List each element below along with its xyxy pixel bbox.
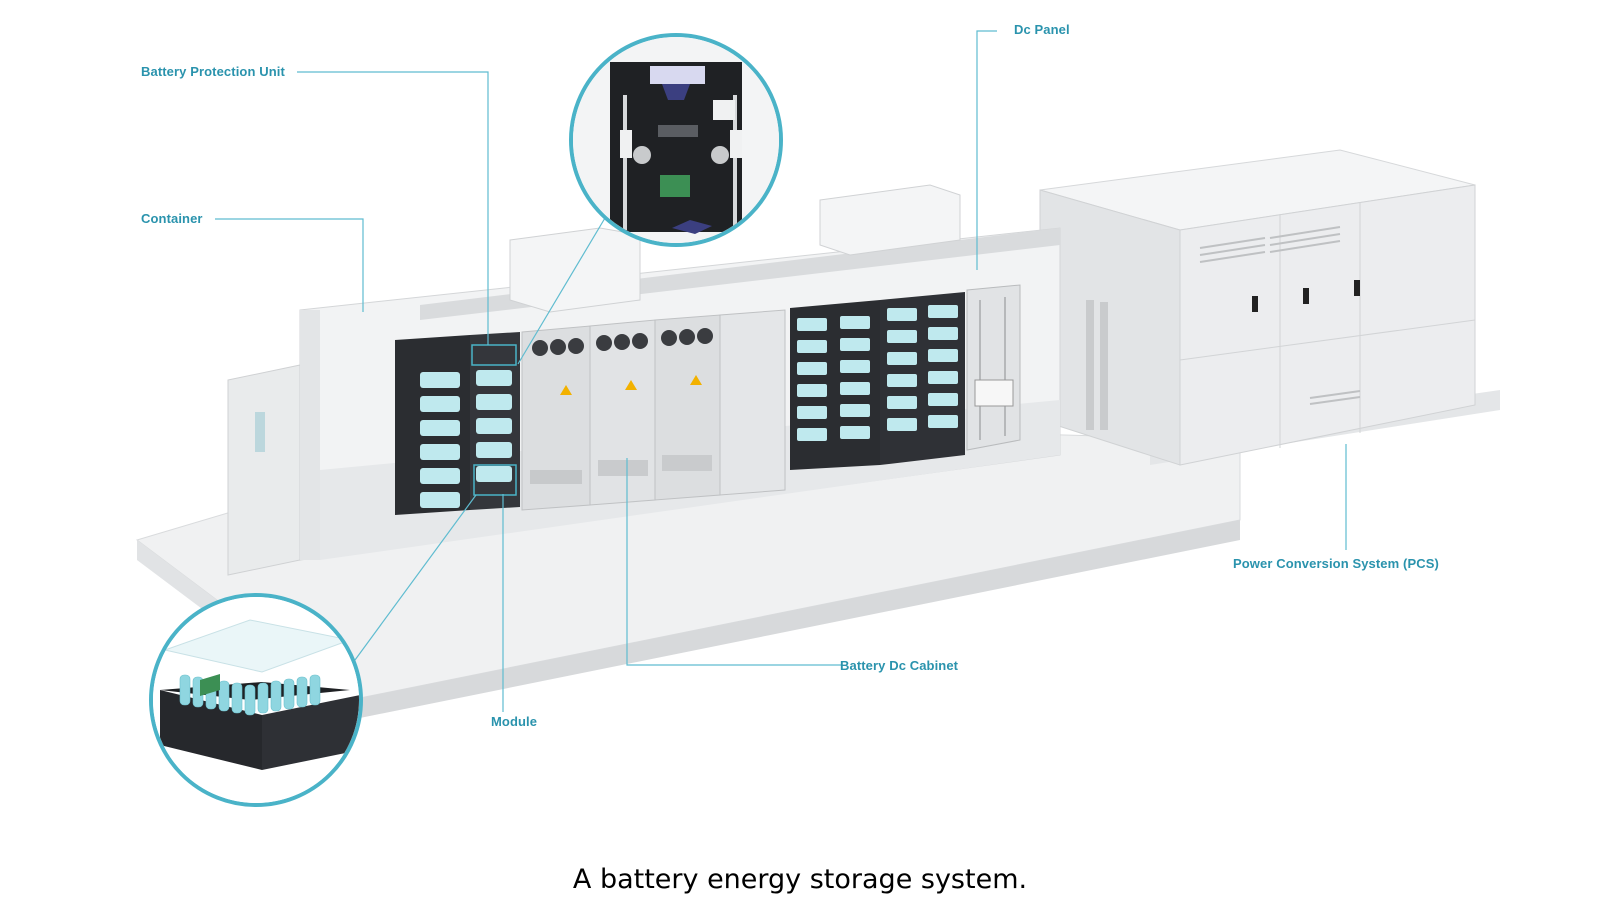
bpu-zoom-circle (569, 33, 783, 247)
module-highlight (473, 464, 517, 496)
module-zoom-circle (149, 593, 363, 807)
label-dc-panel: Dc Panel (1014, 22, 1070, 37)
dc-panel-cabinet (966, 284, 1021, 451)
label-container: Container (141, 211, 203, 226)
figure-caption: A battery energy storage system. (572, 864, 1028, 895)
label-battery-protection-unit: Battery Protection Unit (141, 64, 285, 79)
leader-lines (215, 30, 1347, 712)
bpu-highlight (471, 344, 517, 366)
pcs-cabinets (521, 309, 786, 511)
battery-cells-left (420, 370, 512, 508)
battery-rack-right (790, 292, 965, 470)
label-battery-dc-cabinet: Battery Dc Cabinet (840, 658, 959, 673)
label-module: Module (491, 714, 538, 729)
label-power-conversion-system: Power Conversion System (PCS) (1233, 556, 1439, 571)
pcs-enclosure (1039, 149, 1500, 466)
